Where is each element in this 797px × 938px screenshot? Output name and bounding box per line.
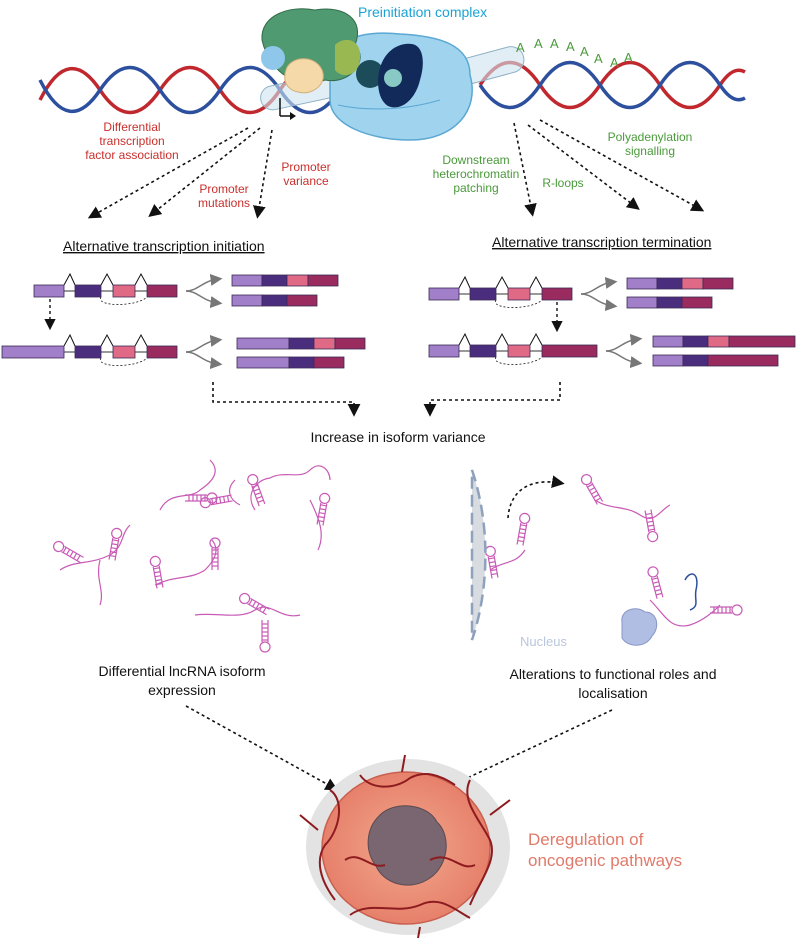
rna-hairpin [209,537,221,570]
gene-models [1,272,796,370]
protein-blob [621,608,658,646]
gene-model-initiation-2 [1,333,178,366]
preinitiation-complex-illustration [261,8,473,141]
lncrna-strand [194,606,301,617]
lncrna-strand [159,459,216,511]
rna-hairpin [710,604,743,616]
label-promoter-variance: variance [283,174,329,188]
transcript-4b [652,354,779,367]
transcript-2a [236,337,366,350]
transcript-3a [626,277,734,290]
nucleus-shape [470,469,487,641]
polya-letter: A [610,55,619,70]
outcome-left-line1: Differential lncRNA isoform [98,663,265,679]
transcript-4a [652,335,796,348]
gene-model-termination-2 [428,332,598,365]
polya-letter: A [594,51,603,66]
polya-letter: A [516,40,525,55]
label-heterochromatin-patching: Downstream [442,153,509,167]
gene-model-termination-1 [428,275,573,308]
label-tf-association: factor association [85,148,178,162]
rna-hairpin [259,620,271,653]
lncrna-strand [97,559,103,606]
lncrna-strand [250,465,331,511]
increase-arrows [212,382,561,417]
label-polyadenylation: signalling [625,144,675,158]
heading-initiation: Alternative transcription initiation [63,238,265,254]
dna-fragment-icon [684,573,698,611]
title: Preinitiation complex [358,4,487,20]
outcome-left-line2: expression [148,682,216,698]
transcript-1a [231,274,339,287]
outcome-right-line1: Alterations to functional roles and [509,666,716,682]
tumor-illustration [299,754,511,938]
lncrna-strand [309,499,322,551]
rna-hairpin [484,545,499,579]
label-heterochromatin-patching: patching [453,181,498,195]
split-arrow-1 [185,273,223,309]
increase-label: Increase in isoform variance [310,429,485,445]
lncrna-strand [649,599,721,627]
lncrna-strand [489,549,526,571]
rna-hairpin [247,474,266,507]
final-label-line2: oncogenic pathways [528,851,682,870]
rna-hairpin [53,540,84,564]
vertical-arrows [44,299,563,333]
final-label-line1: Deregulation of [528,830,644,849]
lncrna-strand [59,524,131,571]
split-arrow-4 [605,333,643,369]
split-arrow-3 [580,276,618,312]
lncrna-strand [594,499,671,519]
rna-hairpin [108,527,123,561]
label-promoter-mutations: Promoter [199,182,248,196]
polya-letter: A [624,50,633,65]
polya-letter: A [566,39,575,54]
label-heterochromatin-patching: heterochromatin [433,167,520,181]
export-arrow [507,475,565,519]
outcome-right-line2: localisation [578,685,647,701]
label-tf-association: Differential [103,120,160,134]
polya-letter: A [534,36,543,51]
transcript-2b [236,356,345,369]
label-polyadenylation: Polyadenylation [608,130,693,144]
lncrna-strand [228,479,241,506]
label-tf-association: transcription [99,134,164,148]
polya-letter: A [550,36,559,51]
transcript-1b [231,294,318,307]
tumor-arrows [185,705,613,791]
heading-termination: Alternative transcription termination [492,234,711,250]
label-promoter-variance: Promoter [281,160,330,174]
rna-hairpin [644,509,659,543]
rna-hairpin [149,555,164,589]
rna-hairpin [239,592,270,616]
rna-hairpin [516,512,531,546]
rna-hairpin [199,494,233,509]
label-promoter-mutations: mutations [198,196,250,210]
transcript-3b [626,296,713,309]
rna-hairpin [580,474,604,505]
gene-model-initiation-1 [33,272,178,305]
nucleus-label: Nucleus [520,634,567,649]
label-r-loops: R-loops [542,176,583,190]
lncrna-strand [154,539,217,586]
polya-letter: A [580,44,589,59]
top-arrows [87,119,705,219]
lncrna-isoforms [53,459,743,653]
rna-hairpin [316,492,331,526]
rna-hairpin [647,566,664,599]
split-arrow-2 [185,334,223,370]
